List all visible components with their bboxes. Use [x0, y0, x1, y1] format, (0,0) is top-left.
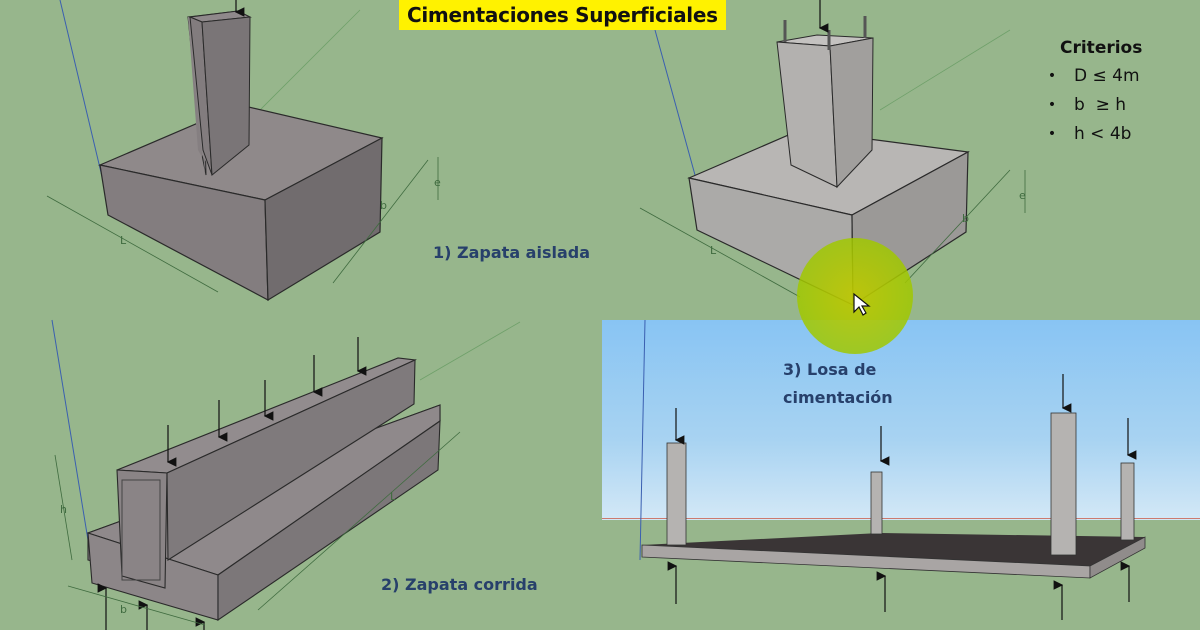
dim-b-strip: b	[120, 603, 127, 616]
bullet-icon: •	[1047, 126, 1057, 142]
dim-L-rebar: L	[710, 244, 717, 257]
dim-L-isolated: L	[120, 234, 127, 247]
criteria-item: • h < 4b	[1030, 120, 1200, 149]
label-losa-line2: cimentación	[783, 388, 893, 407]
dim-b-isolated: b	[380, 199, 387, 212]
bullet-icon: •	[1047, 97, 1057, 113]
label-losa-line1: 3) Losa de	[783, 360, 877, 379]
criteria-text: h < 4b	[1074, 124, 1132, 144]
label-zapata-aislada: 1) Zapata aislada	[433, 243, 591, 262]
dim-L-strip: L	[390, 490, 397, 503]
bullet-icon: •	[1047, 68, 1057, 84]
mouse-pointer-icon	[853, 292, 871, 316]
sky-panel	[602, 320, 1200, 520]
soil-reaction-arrows-up	[97, 583, 206, 630]
criteria-heading: Criterios	[1060, 38, 1143, 58]
criteria-list: • D ≤ 4m • b ≥ h • h < 4b	[1030, 62, 1200, 149]
dim-b-rebar: b	[962, 212, 969, 225]
criteria-item: • D ≤ 4m	[1030, 62, 1200, 91]
criteria-box: Criterios • D ≤ 4m • b ≥ h • h < 4b	[1030, 38, 1200, 149]
column-load-arrows	[674, 374, 1137, 466]
dim-h-strip: h	[60, 503, 67, 516]
dim-e-isolated: e	[434, 176, 441, 189]
mat-reaction-arrows	[667, 561, 1131, 620]
strip-footing-model: h L b	[54, 337, 461, 630]
horizon-line	[602, 518, 1200, 519]
label-zapata-corrida: 2) Zapata corrida	[381, 575, 538, 594]
isolated-footing-model: L b e	[46, 0, 441, 302]
criteria-item: • b ≥ h	[1030, 91, 1200, 120]
criteria-text: b ≥ h	[1074, 95, 1127, 115]
page-title: Cimentaciones Superficiales	[399, 0, 726, 30]
label-losa-cimentacion: 3) Losa de cimentación	[783, 356, 893, 412]
load-arrows-down	[166, 337, 367, 467]
dim-e-rebar: e	[1019, 189, 1026, 202]
axis-lines	[51, 0, 1011, 541]
criteria-text: D ≤ 4m	[1074, 66, 1140, 86]
columns	[666, 412, 1135, 556]
